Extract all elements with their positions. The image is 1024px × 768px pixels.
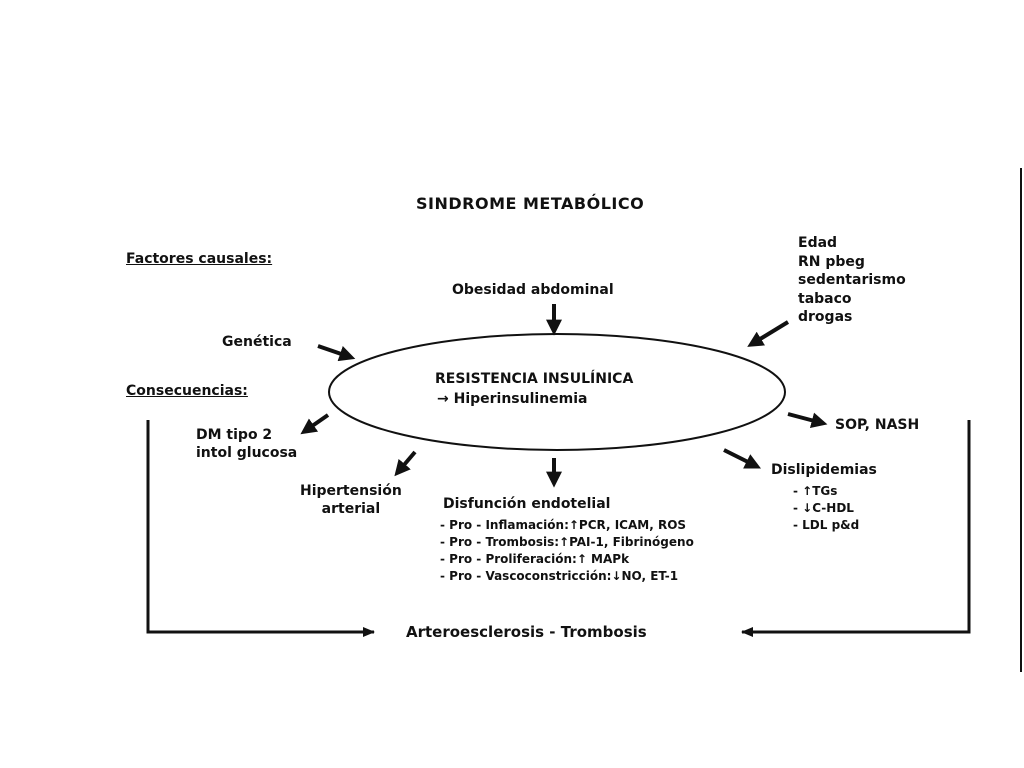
insulin-resistance-label: RESISTENCIA INSULÍNICA (435, 371, 634, 387)
page-title: SINDROME METABÓLICO (416, 194, 645, 213)
dyslipidemia-title: Dislipidemias (771, 462, 877, 478)
factor-tobacco: tabaco (798, 290, 852, 307)
factor-drugs: drogas (798, 309, 853, 325)
arrow-dm (300, 413, 330, 435)
endothelial-list: - Pro - Inflamación:↑PCR, ICAM, ROS - Pr… (440, 517, 694, 585)
dyslipidemia-item: - ↑TGs (793, 484, 838, 498)
left-bracket-line (146, 420, 375, 637)
endothelial-item: - Pro - Vascoconstricción:↓NO, ET-1 (440, 569, 679, 583)
arrow-other-factors (747, 320, 790, 347)
arrow-hypertension (394, 450, 417, 477)
other-factors-list: Edad RN pbeg sedentarismo tabaco drogas (798, 234, 906, 327)
factor-age: Edad (798, 235, 838, 251)
dyslipidemia-list: - ↑TGs - ↓C-HDL - LDL p&d (793, 483, 859, 534)
hypertension-line-1: Hipertensión (300, 483, 402, 499)
sop-nash-label: SOP, NASH (835, 417, 920, 433)
endothelial-item: - Pro - Proliferación:↑ MAPk (440, 552, 630, 566)
hyperinsulinemia-label: → Hiperinsulinemia (437, 391, 588, 407)
dm-label: DM tipo 2 intol glucosa (196, 426, 297, 462)
factor-sedentarism: sedentarismo (798, 272, 906, 288)
dyslipidemia-item: - ↓C-HDL (793, 501, 854, 515)
arrow-sop (787, 412, 828, 429)
consequences-header: Consecuencias: (126, 383, 248, 399)
endothelial-title: Disfunción endotelial (443, 496, 611, 512)
dyslipidemia-item: - LDL p&d (793, 518, 860, 532)
dm-line-1: DM tipo 2 (196, 427, 273, 443)
right-bracket-line (741, 420, 971, 637)
hypertension-line-2: arterial (321, 501, 381, 517)
arrow-genetics (317, 344, 356, 362)
obesity-label: Obesidad abdominal (452, 282, 614, 298)
endothelial-item: - Pro - Inflamación:↑PCR, ICAM, ROS (440, 518, 687, 532)
causal-factors-header: Factores causales: (126, 251, 273, 267)
factor-rn-pbeg: RN pbeg (798, 253, 865, 270)
endothelial-item: - Pro - Trombosis:↑PAI-1, Fibrinógeno (440, 535, 694, 549)
hypertension-label: Hipertensión arterial (300, 482, 402, 518)
atherosclerosis-label: Arteroesclerosis - Trombosis (406, 623, 647, 641)
dm-line-2: intol glucosa (196, 445, 298, 461)
genetics-label: Genética (222, 334, 292, 350)
arrow-dyslipidemia (723, 448, 762, 469)
